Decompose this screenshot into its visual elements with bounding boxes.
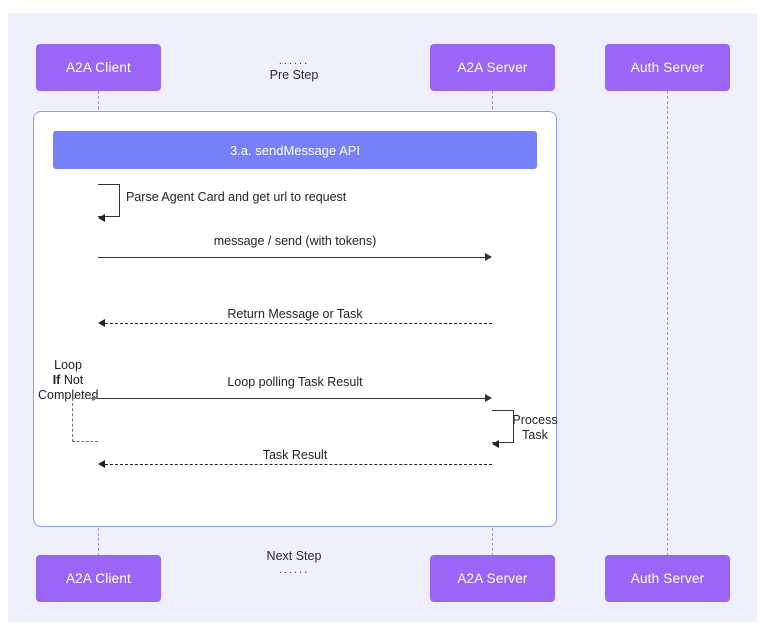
arrowhead-task-result [98, 459, 105, 468]
message-label-message-send: message / send (with tokens) [213, 234, 377, 248]
participant-bottom-a2a-server[interactable]: A2A Server [430, 555, 555, 602]
message-label-loop-polling: Loop polling Task Result [227, 375, 363, 389]
arrowhead-message-send [485, 252, 492, 261]
arrowhead-process-task [492, 439, 499, 448]
participant-label: Auth Server [630, 571, 705, 586]
process-task-line-1: Process [512, 413, 558, 427]
loop-keyword-if: If [52, 373, 61, 387]
loop-line-2-rest: Not [63, 373, 84, 387]
next-step-label: Next Step [266, 549, 322, 563]
self-message-process-task [492, 410, 514, 443]
arrowhead-parse-agent-card [98, 213, 105, 222]
participant-bottom-auth-server[interactable]: Auth Server [605, 555, 730, 602]
participant-label: Auth Server [630, 60, 705, 75]
message-label-return-message-or-task: Return Message or Task [227, 307, 363, 321]
participant-label: A2A Server [457, 571, 528, 586]
message-arrow-message-send [98, 257, 485, 258]
arrowhead-loop-polling [485, 393, 492, 402]
pre-step-note: ...... Pre Step [234, 55, 354, 83]
participant-top-a2a-server[interactable]: A2A Server [430, 44, 555, 91]
pre-step-dots: ...... [278, 55, 310, 67]
participant-top-a2a-client[interactable]: A2A Client [36, 44, 161, 91]
loop-back-arrow [72, 398, 98, 442]
participant-bottom-a2a-client[interactable]: A2A Client [36, 555, 161, 602]
arrowhead-return-message-or-task [98, 318, 105, 327]
diagram-frame [33, 111, 557, 527]
participant-top-auth-server[interactable]: Auth Server [605, 44, 730, 91]
message-label-task-result: Task Result [262, 448, 328, 462]
participant-label: A2A Client [65, 60, 132, 75]
self-message-parse-agent-card [98, 184, 120, 217]
next-step-dots: ...... [278, 564, 310, 576]
next-step-note: Next Step ...... [234, 549, 354, 577]
message-label-process-task: Process Task [511, 413, 559, 443]
message-arrow-return-message-or-task [105, 323, 492, 324]
section-title-label: 3.a. sendMessage API [229, 142, 361, 158]
arrowhead-loop-back [92, 394, 98, 401]
participant-label: A2A Client [65, 571, 132, 586]
process-task-line-2: Task [522, 428, 548, 442]
loop-line-2: If Not [38, 373, 98, 388]
message-arrow-task-result [105, 464, 492, 465]
loop-fragment-label: Loop If Not Completed [38, 358, 98, 403]
message-arrow-loop-polling [98, 398, 485, 399]
section-title-bar: 3.a. sendMessage API [53, 131, 537, 169]
participant-label: A2A Server [457, 60, 528, 75]
message-label-parse-agent-card: Parse Agent Card and get url to request [126, 190, 347, 204]
lifeline-auth-server [667, 91, 668, 561]
loop-line-1: Loop [54, 358, 82, 372]
pre-step-label: Pre Step [269, 68, 319, 82]
